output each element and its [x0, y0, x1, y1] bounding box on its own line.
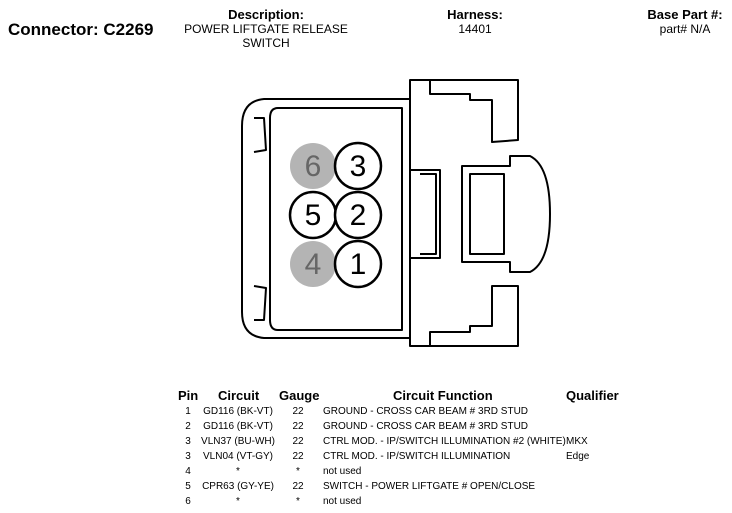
- row-circuit: VLN37 (BU-WH): [201, 436, 275, 447]
- row-circuit: GD116 (BK-VT): [203, 421, 273, 432]
- row-circuit: *: [236, 466, 240, 477]
- base-part-value: part# N/A: [659, 22, 711, 36]
- row-qualifier: Edge: [566, 451, 590, 462]
- column-header-circuit: Circuit: [218, 388, 260, 403]
- description-title: Description:: [228, 7, 304, 22]
- row-gauge: 22: [292, 481, 304, 492]
- description-line-1: POWER LIFTGATE RELEASE: [184, 22, 348, 36]
- pin-number-5: 5: [305, 199, 322, 232]
- description-block: Description: POWER LIFTGATE RELEASE SWIT…: [165, 7, 367, 50]
- harness-value: 14401: [458, 22, 492, 36]
- row-function: not used: [323, 496, 362, 507]
- row-gauge: 22: [292, 436, 304, 447]
- row-circuit: *: [236, 496, 240, 507]
- pin-cavity-3: [333, 141, 383, 191]
- pin-number-3: 3: [350, 150, 367, 183]
- row-function: GROUND - CROSS CAR BEAM # 3RD STUD: [323, 406, 529, 417]
- row-circuit: CPR63 (GY-YE): [202, 481, 274, 492]
- pin-cavity-6: [290, 143, 336, 189]
- row-qualifier: MKX: [566, 436, 588, 447]
- row-function: SWITCH - POWER LIFTGATE # OPEN/CLOSE: [323, 481, 536, 492]
- base-part-block: Base Part #: part# N/A: [625, 7, 732, 36]
- row-function: CTRL MOD. - IP/SWITCH ILLUMINATION: [323, 451, 511, 462]
- row-gauge: *: [296, 496, 300, 507]
- row-gauge: *: [296, 466, 300, 477]
- column-header-circuit-function: Circuit Function: [393, 388, 493, 403]
- row-function: GROUND - CROSS CAR BEAM # 3RD STUD: [323, 421, 529, 432]
- row-pin: 3: [185, 451, 191, 462]
- column-header-gauge: Gauge: [279, 388, 320, 403]
- description-line-2: SWITCH: [242, 36, 290, 50]
- row-pin: 3: [185, 436, 191, 447]
- connector-title: Connector: C2269: [8, 20, 154, 39]
- harness-block: Harness: 14401: [435, 7, 515, 36]
- pin-cavity-2: [333, 190, 383, 240]
- column-header-pin: Pin: [178, 388, 199, 403]
- pin-number-1: 1: [350, 248, 367, 281]
- harness-title: Harness:: [447, 7, 503, 22]
- row-gauge: 22: [292, 421, 304, 432]
- row-pin: 4: [185, 466, 191, 477]
- row-gauge: 22: [292, 451, 304, 462]
- row-circuit: VLN04 (VT-GY): [202, 451, 274, 462]
- row-circuit: GD116 (BK-VT): [203, 406, 273, 417]
- pin-cavity-4: [290, 241, 336, 287]
- pin-number-6: 6: [305, 150, 322, 183]
- pin-number-4: 4: [305, 248, 322, 281]
- row-function: CTRL MOD. - IP/SWITCH ILLUMINATION #2 (W…: [323, 436, 566, 447]
- row-pin: 6: [185, 496, 191, 507]
- column-header-qualifier: Qualifier: [566, 388, 619, 403]
- row-gauge: 22: [292, 406, 304, 417]
- row-function: not used: [323, 466, 362, 477]
- row-pin: 5: [185, 481, 191, 492]
- row-pin: 2: [185, 421, 191, 432]
- base-part-title: Base Part #:: [647, 7, 723, 22]
- connector-housing: [241, 79, 551, 347]
- pin-cavity-1: [333, 239, 383, 289]
- row-pin: 1: [185, 406, 191, 417]
- pin-number-2: 2: [350, 199, 367, 232]
